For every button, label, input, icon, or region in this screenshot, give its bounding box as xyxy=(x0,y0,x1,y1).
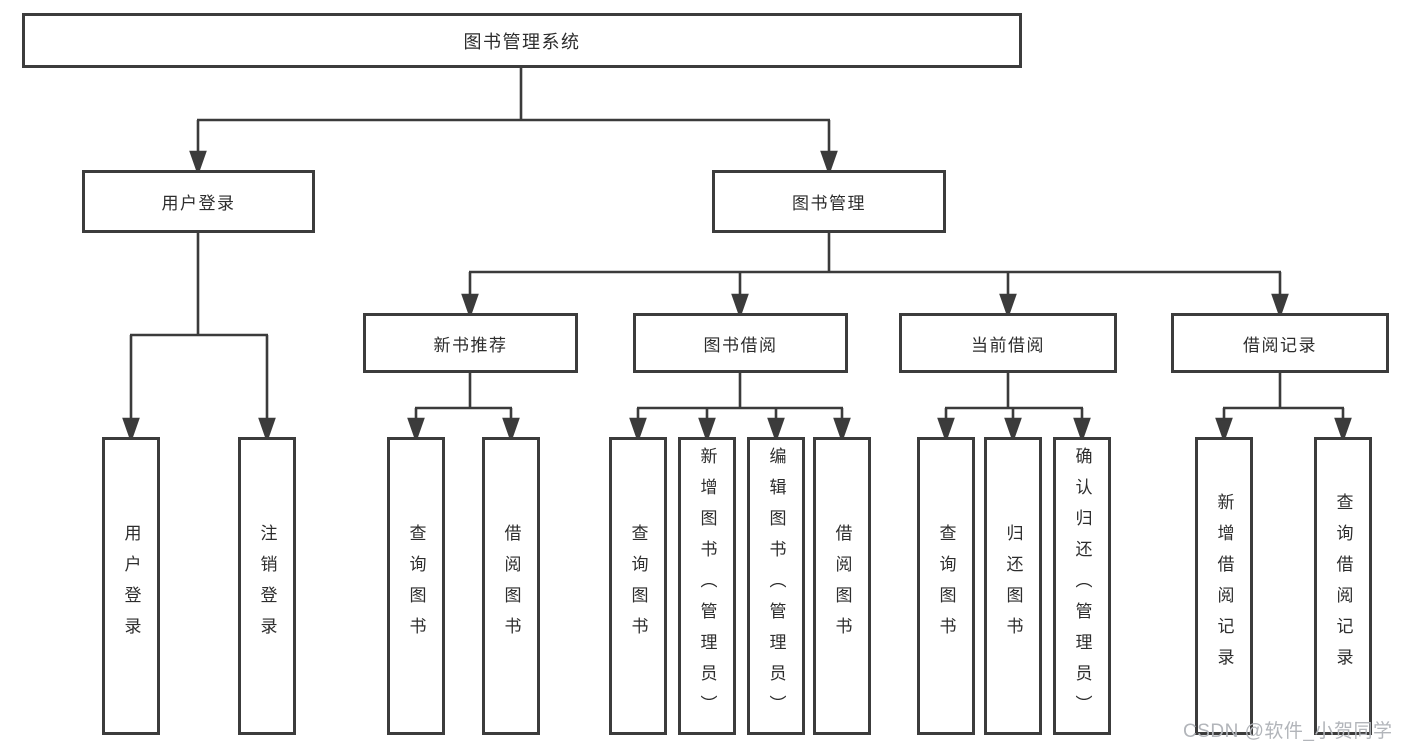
arrow-down-icon xyxy=(999,293,1017,319)
arrow-down-icon xyxy=(258,417,276,443)
leaf-label: 确认归还（管理员） xyxy=(1072,446,1092,726)
arrow-down-icon xyxy=(937,417,955,443)
leaf-label: 新增借阅记录 xyxy=(1214,493,1234,679)
node-book-borrowing: 图书借阅 xyxy=(633,313,848,373)
node-current-borrowing: 当前借阅 xyxy=(899,313,1117,373)
node-label: 图书借阅 xyxy=(703,335,778,355)
leaf-borrow-book: 借阅图书 xyxy=(813,437,871,735)
arrow-down-icon xyxy=(1271,293,1289,319)
node-label: 图书管理 xyxy=(792,194,866,213)
leaf-logout: 注销登录 xyxy=(238,437,296,735)
watermark: CSDN @软件_小贺同学 xyxy=(1183,721,1393,742)
arrow-down-icon xyxy=(1334,417,1352,443)
arrow-down-icon xyxy=(767,417,785,443)
node-book-management: 图书管理 xyxy=(712,170,946,233)
leaf-label: 查询图书 xyxy=(936,524,956,648)
node-system-root: 图书管理系统 xyxy=(22,13,1022,68)
leaf-label: 编辑图书（管理员） xyxy=(766,446,786,726)
leaf-query-book-recommend: 查询图书 xyxy=(387,437,445,735)
node-label: 图书管理系统 xyxy=(463,31,581,52)
arrow-down-icon xyxy=(407,417,425,443)
arrow-down-icon xyxy=(731,293,749,319)
leaf-query-borrow-record: 查询借阅记录 xyxy=(1314,437,1372,735)
leaf-add-borrow-record: 新增借阅记录 xyxy=(1195,437,1253,735)
arrow-down-icon xyxy=(833,417,851,443)
arrow-down-icon xyxy=(698,417,716,443)
node-label: 当前借阅 xyxy=(971,335,1045,355)
arrow-down-icon xyxy=(189,150,207,176)
arrow-down-icon xyxy=(1215,417,1233,443)
leaf-edit-book-admin: 编辑图书（管理员） xyxy=(747,437,805,735)
arrow-down-icon xyxy=(502,417,520,443)
node-new-book-recommend: 新书推荐 xyxy=(363,313,578,373)
leaf-label: 查询图书 xyxy=(406,524,426,648)
leaf-label: 查询借阅记录 xyxy=(1333,493,1353,679)
arrow-down-icon xyxy=(1073,417,1091,443)
node-label: 用户登录 xyxy=(161,194,236,213)
leaf-query-book-current: 查询图书 xyxy=(917,437,975,735)
leaf-label: 查询图书 xyxy=(628,524,648,648)
leaf-return-book: 归还图书 xyxy=(984,437,1042,735)
arrow-down-icon xyxy=(1004,417,1022,443)
leaf-add-book-admin: 新增图书（管理员） xyxy=(678,437,736,735)
arrow-down-icon xyxy=(122,417,140,443)
node-label: 借阅记录 xyxy=(1243,335,1317,355)
leaf-query-book-borrow: 查询图书 xyxy=(609,437,667,735)
arrow-down-icon xyxy=(461,293,479,319)
arrow-down-icon xyxy=(820,150,838,176)
leaf-confirm-return-admin: 确认归还（管理员） xyxy=(1053,437,1111,735)
leaf-borrow-book-recommend: 借阅图书 xyxy=(482,437,540,735)
leaf-label: 借阅图书 xyxy=(501,524,521,648)
leaf-label: 新增图书（管理员） xyxy=(697,446,717,726)
arrow-down-icon xyxy=(629,417,647,443)
node-label: 新书推荐 xyxy=(433,335,508,355)
leaf-label: 借阅图书 xyxy=(832,524,852,648)
node-user-login: 用户登录 xyxy=(82,170,315,233)
leaf-label: 归还图书 xyxy=(1003,524,1023,648)
node-borrowing-records: 借阅记录 xyxy=(1171,313,1389,373)
leaf-user-login: 用户登录 xyxy=(102,437,160,735)
leaf-label: 注销登录 xyxy=(257,524,277,648)
leaf-label: 用户登录 xyxy=(121,524,141,648)
